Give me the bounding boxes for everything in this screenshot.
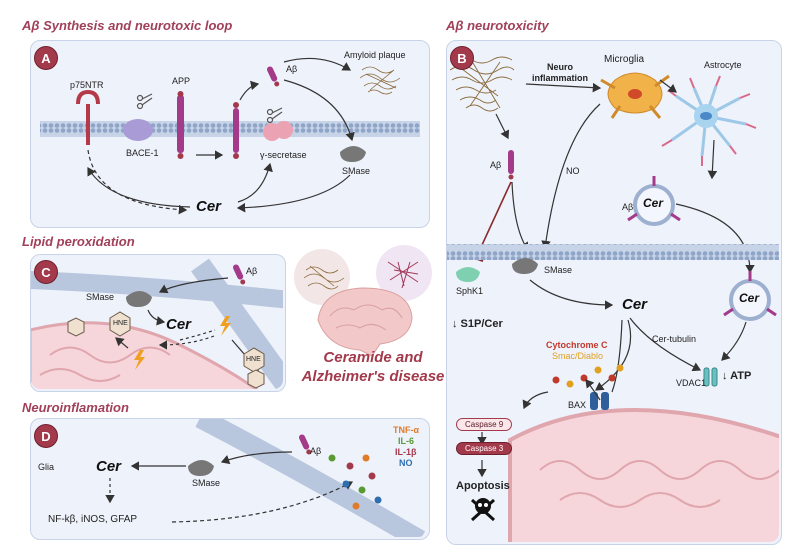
app-cleaved: [233, 102, 239, 159]
label-no-b: NO: [566, 166, 580, 176]
panel-badge-b: B: [450, 46, 474, 70]
label-smac-diablo: Smac/Diablo: [552, 351, 604, 361]
label-abeta-d: Aβ: [310, 446, 322, 456]
cytokine-dots: [328, 454, 382, 510]
section-title-lipid: Lipid peroxidation: [22, 234, 135, 249]
bax-channel: [590, 392, 609, 410]
label-caspase3: Caspase 3: [456, 442, 513, 455]
label-s1p-cer: ↓ S1P/Cer: [452, 318, 503, 330]
label-smase-d: SMase: [192, 478, 221, 488]
hne-molecule-2: [243, 347, 265, 389]
smase-enzyme-c: [126, 291, 152, 307]
smase-enzyme-a: [340, 146, 366, 162]
bace1-enzyme: [123, 119, 153, 141]
panel-badge-d: D: [34, 424, 58, 448]
panel-badge-c: C: [34, 260, 58, 284]
label-amyloid-plaque: Amyloid plaque: [344, 50, 406, 60]
app-protein: [177, 91, 184, 159]
scissors-icon-gamma: [266, 107, 283, 124]
label-caspase9: Caspase 9: [456, 418, 513, 431]
astrocyte-cell-icon: [661, 75, 757, 166]
label-atp: ↓ ATP: [722, 370, 752, 382]
label-cytochrome-c: Cytochrome C: [546, 340, 608, 350]
sphk1-enzyme: [456, 267, 480, 282]
cer-vesicle-bottom: [723, 271, 777, 321]
label-apoptosis: Apoptosis: [456, 480, 510, 492]
label-gamma-secretase: γ-secretase: [260, 150, 307, 160]
label-hne-2: HNE: [246, 356, 261, 363]
gamma-secretase-enzyme: [263, 121, 293, 141]
label-smase-c: SMase: [86, 292, 115, 302]
p75ntr-receptor: [76, 89, 100, 145]
label-vdac1: VDAC1: [676, 378, 707, 388]
scissors-icon-bace: [136, 93, 153, 110]
smase-enzyme-d: [188, 460, 214, 476]
hne-molecule-1: [67, 311, 131, 337]
smase-enzyme-b: [512, 258, 538, 274]
abeta-fragment-d: [298, 434, 312, 455]
label-neuroinflammation-line1: Neuro: [547, 62, 574, 72]
label-smase-a: SMase: [342, 166, 371, 176]
center-title-line1: Ceramide and: [323, 349, 423, 366]
brain-illustration: [294, 245, 432, 357]
membrane-a: [40, 121, 420, 137]
cer-vesicle-top: [627, 176, 681, 226]
label-astrocyte: Astrocyte: [704, 60, 742, 70]
lightning-icon-1: [220, 316, 231, 336]
label-microglia: Microglia: [604, 54, 645, 65]
label-abeta-b-right: Aβ: [622, 202, 634, 212]
label-tnf: TNF-α: [393, 425, 420, 435]
amyloid-plaque-b: [449, 56, 515, 112]
label-bace1: BACE-1: [126, 148, 159, 158]
section-title-neuroinflammation: Neuroinflamation: [22, 400, 129, 415]
center-title: Ceramide and Alzheimer's disease: [298, 348, 448, 386]
label-glia: Glia: [38, 462, 55, 472]
section-title-synthesis: Aβ Synthesis and neurotoxic loop: [22, 18, 233, 33]
cytochrome-dots: [552, 364, 624, 388]
label-cer-b-center: Cer: [622, 296, 648, 313]
label-il1b: IL-1β: [395, 447, 417, 457]
label-abeta-b-left: Aβ: [490, 160, 502, 170]
label-neuroinflammation-line2: inflammation: [532, 73, 589, 83]
label-cer-vesicle-top: Cer: [643, 196, 664, 210]
label-il6: IL-6: [398, 436, 415, 446]
label-smase-b: SMase: [544, 265, 573, 275]
label-cer-a: Cer: [196, 198, 222, 215]
panel-badge-a: A: [34, 46, 58, 70]
skull-crossbones-icon: [470, 498, 496, 522]
label-abeta-c: Aβ: [246, 266, 258, 276]
lightning-icon-2: [134, 350, 145, 370]
label-neuroinflammation: Neuro inflammation: [532, 62, 588, 84]
amyloid-plaque-icon: [359, 66, 401, 95]
label-hne-1: HNE: [113, 320, 128, 327]
abeta-fragment-c: [232, 264, 246, 285]
label-abeta-a: Aβ: [286, 64, 298, 74]
membrane-b: [447, 244, 779, 260]
vdac1-channel: [703, 367, 718, 387]
label-cer-tubulin: Cer-tubulin: [652, 334, 697, 344]
abeta-fragment-a: [266, 66, 280, 87]
label-app: APP: [172, 76, 191, 86]
label-sphk1: SphK1: [456, 286, 484, 296]
label-no-d: NO: [399, 458, 413, 468]
center-title-line2: Alzheimer's disease: [301, 368, 445, 385]
section-title-neurotoxicity: Aβ neurotoxicity: [446, 18, 549, 33]
abeta-fragment-b: [508, 150, 514, 180]
label-cer-d: Cer: [96, 458, 122, 475]
label-bax: BAX: [568, 400, 587, 410]
label-cer-c: Cer: [166, 316, 192, 333]
label-nfkb: NF-kβ, iNOS, GFAP: [48, 514, 138, 525]
label-cer-vesicle-bottom: Cer: [739, 291, 760, 305]
label-p75ntr: p75NTR: [70, 80, 104, 90]
